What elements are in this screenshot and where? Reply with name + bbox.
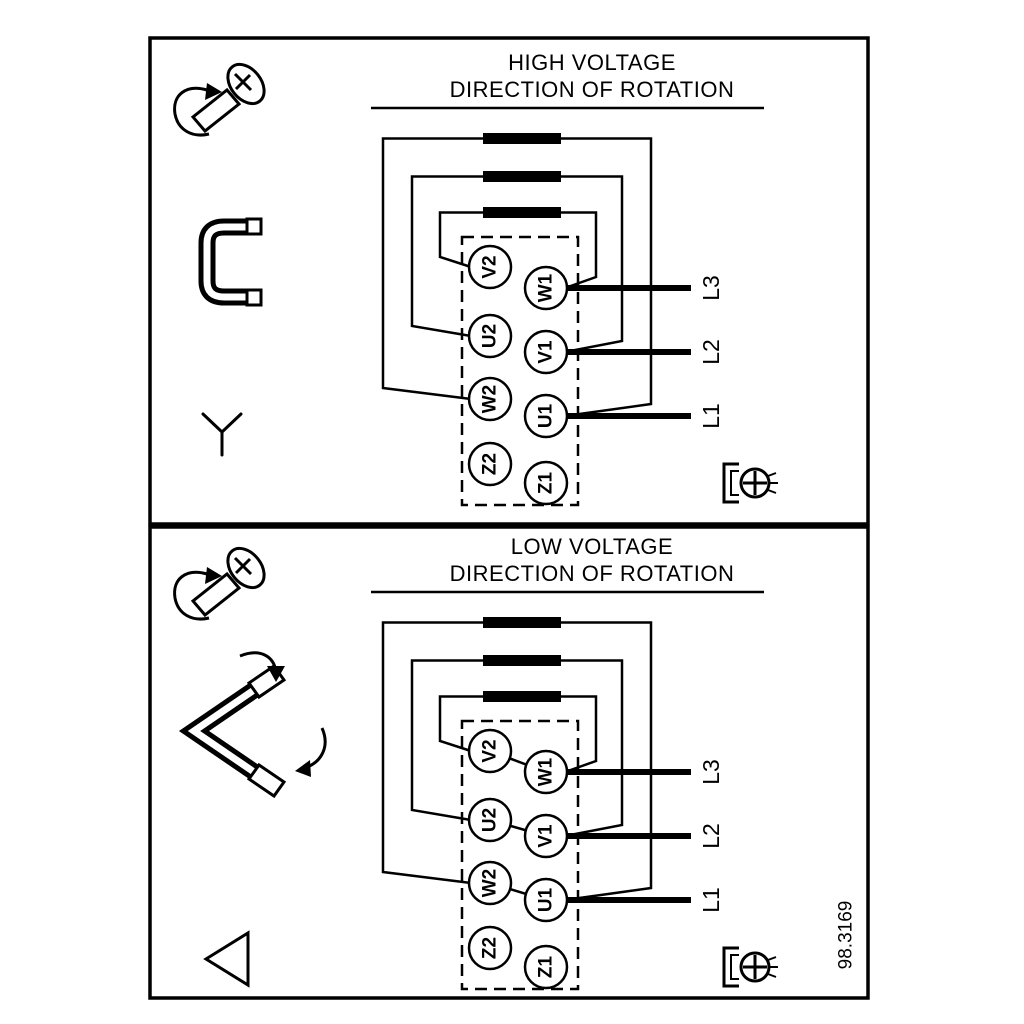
rotation-arrow <box>173 87 210 137</box>
terminal-label: W1 <box>536 273 557 302</box>
terminal-label: U1 <box>536 403 557 428</box>
rotation-arrow <box>173 571 210 621</box>
supply-line-label: L1 <box>698 403 724 429</box>
winding-loop-middle <box>410 659 624 838</box>
high-voltage-panel-border <box>148 36 870 526</box>
screw-shaft <box>190 87 242 134</box>
screw-shaft <box>190 571 242 618</box>
screw-icon <box>173 546 266 621</box>
terminal-w2 <box>467 376 513 422</box>
panel-low-voltage: LOW VOLTAGE DIRECTION OF ROTATION <box>173 534 857 991</box>
terminal-label: Z1 <box>536 471 557 494</box>
rotation-arrowhead <box>205 567 222 584</box>
terminal-v2 <box>467 244 513 290</box>
terminal-u1 <box>523 877 569 923</box>
terminal-label: U2 <box>480 808 501 832</box>
low-voltage-panel-border <box>148 525 870 1000</box>
ground-bracket-outer <box>722 462 739 504</box>
terminal-box <box>460 235 580 507</box>
terminal-label: Z1 <box>536 955 557 978</box>
screw-slot-2 <box>234 73 252 91</box>
supply-line-label: L1 <box>698 887 724 913</box>
ground-screw-icon <box>722 946 778 988</box>
star-arm-2 <box>220 412 243 434</box>
terminal-u1 <box>523 393 569 439</box>
move-arrowhead-top <box>267 666 285 682</box>
ground-hatch-1 <box>767 956 777 961</box>
winding-loop-inner <box>438 211 598 290</box>
link-foot-bottom <box>245 288 263 307</box>
terminal-label: V1 <box>536 340 557 364</box>
terminal-label: W2 <box>480 869 501 898</box>
terminal-z1 <box>523 944 569 990</box>
terminal-label: W2 <box>480 385 501 414</box>
terminal-label: U2 <box>480 324 501 348</box>
ground-bracket-inner <box>730 470 739 496</box>
winding-loop-outer <box>381 621 653 902</box>
terminal-z2 <box>467 925 513 971</box>
link-body-core <box>203 223 254 301</box>
terminal-z2 <box>467 441 513 487</box>
angled-link-core <box>187 687 256 775</box>
winding-loop-inner <box>438 695 598 774</box>
terminal-v1 <box>523 813 569 859</box>
panel-high-voltage: HIGH VOLTAGE DIRECTION OF ROTATION <box>173 50 778 507</box>
link-foot-top <box>245 217 263 236</box>
terminal-w2 <box>467 860 513 906</box>
move-arrowhead-bottom <box>295 760 311 777</box>
terminal-label: V2 <box>480 739 501 762</box>
terminal-label: V2 <box>480 255 501 278</box>
terminal-w1 <box>523 749 569 795</box>
star-symbol <box>201 412 243 457</box>
supply-line-label: L3 <box>698 275 724 301</box>
winding-loop-middle <box>410 175 624 354</box>
jumper-link-icon <box>198 217 263 307</box>
terminal-v2 <box>467 728 513 774</box>
screw-icon <box>173 62 266 137</box>
screw-slot-2 <box>234 557 252 575</box>
panel-title-line1: HIGH VOLTAGE <box>508 50 676 75</box>
terminal-u2 <box>467 313 513 359</box>
terminal-z1 <box>523 460 569 506</box>
angled-link-body <box>178 682 259 780</box>
supply-line-label: L3 <box>698 759 724 785</box>
terminal-box <box>460 719 580 991</box>
link-body <box>198 218 254 306</box>
panel-title-line2: DIRECTION OF ROTATION <box>450 561 735 586</box>
rotation-arrowhead <box>205 83 222 100</box>
ground-hatch-3 <box>767 489 777 494</box>
terminal-label: Z2 <box>480 937 501 959</box>
terminal-label: W1 <box>536 757 557 786</box>
ground-bracket-outer <box>722 946 739 988</box>
terminal-v1 <box>523 329 569 375</box>
winding-loop-outer <box>381 137 653 418</box>
figure-reference-number: 98.3169 <box>836 901 857 970</box>
delta-symbol <box>203 930 250 988</box>
terminal-u2 <box>467 797 513 843</box>
star-arm-1 <box>201 412 224 434</box>
panel-title-line2: DIRECTION OF ROTATION <box>450 77 735 102</box>
ground-screw-icon <box>722 462 778 504</box>
ground-bracket-inner <box>730 954 739 980</box>
terminal-label: U1 <box>536 887 557 912</box>
ground-hatch-3 <box>767 973 777 978</box>
angled-link-foot-bottom <box>246 762 287 799</box>
panel-title-line1: LOW VOLTAGE <box>511 534 673 559</box>
supply-line-label: L2 <box>698 823 724 849</box>
supply-line-label: L2 <box>698 339 724 365</box>
terminal-label: Z2 <box>480 453 501 475</box>
link-reposition-icon <box>178 651 327 799</box>
ground-hatch-1 <box>767 472 777 477</box>
terminal-label: V1 <box>536 824 557 848</box>
terminal-w1 <box>523 265 569 311</box>
